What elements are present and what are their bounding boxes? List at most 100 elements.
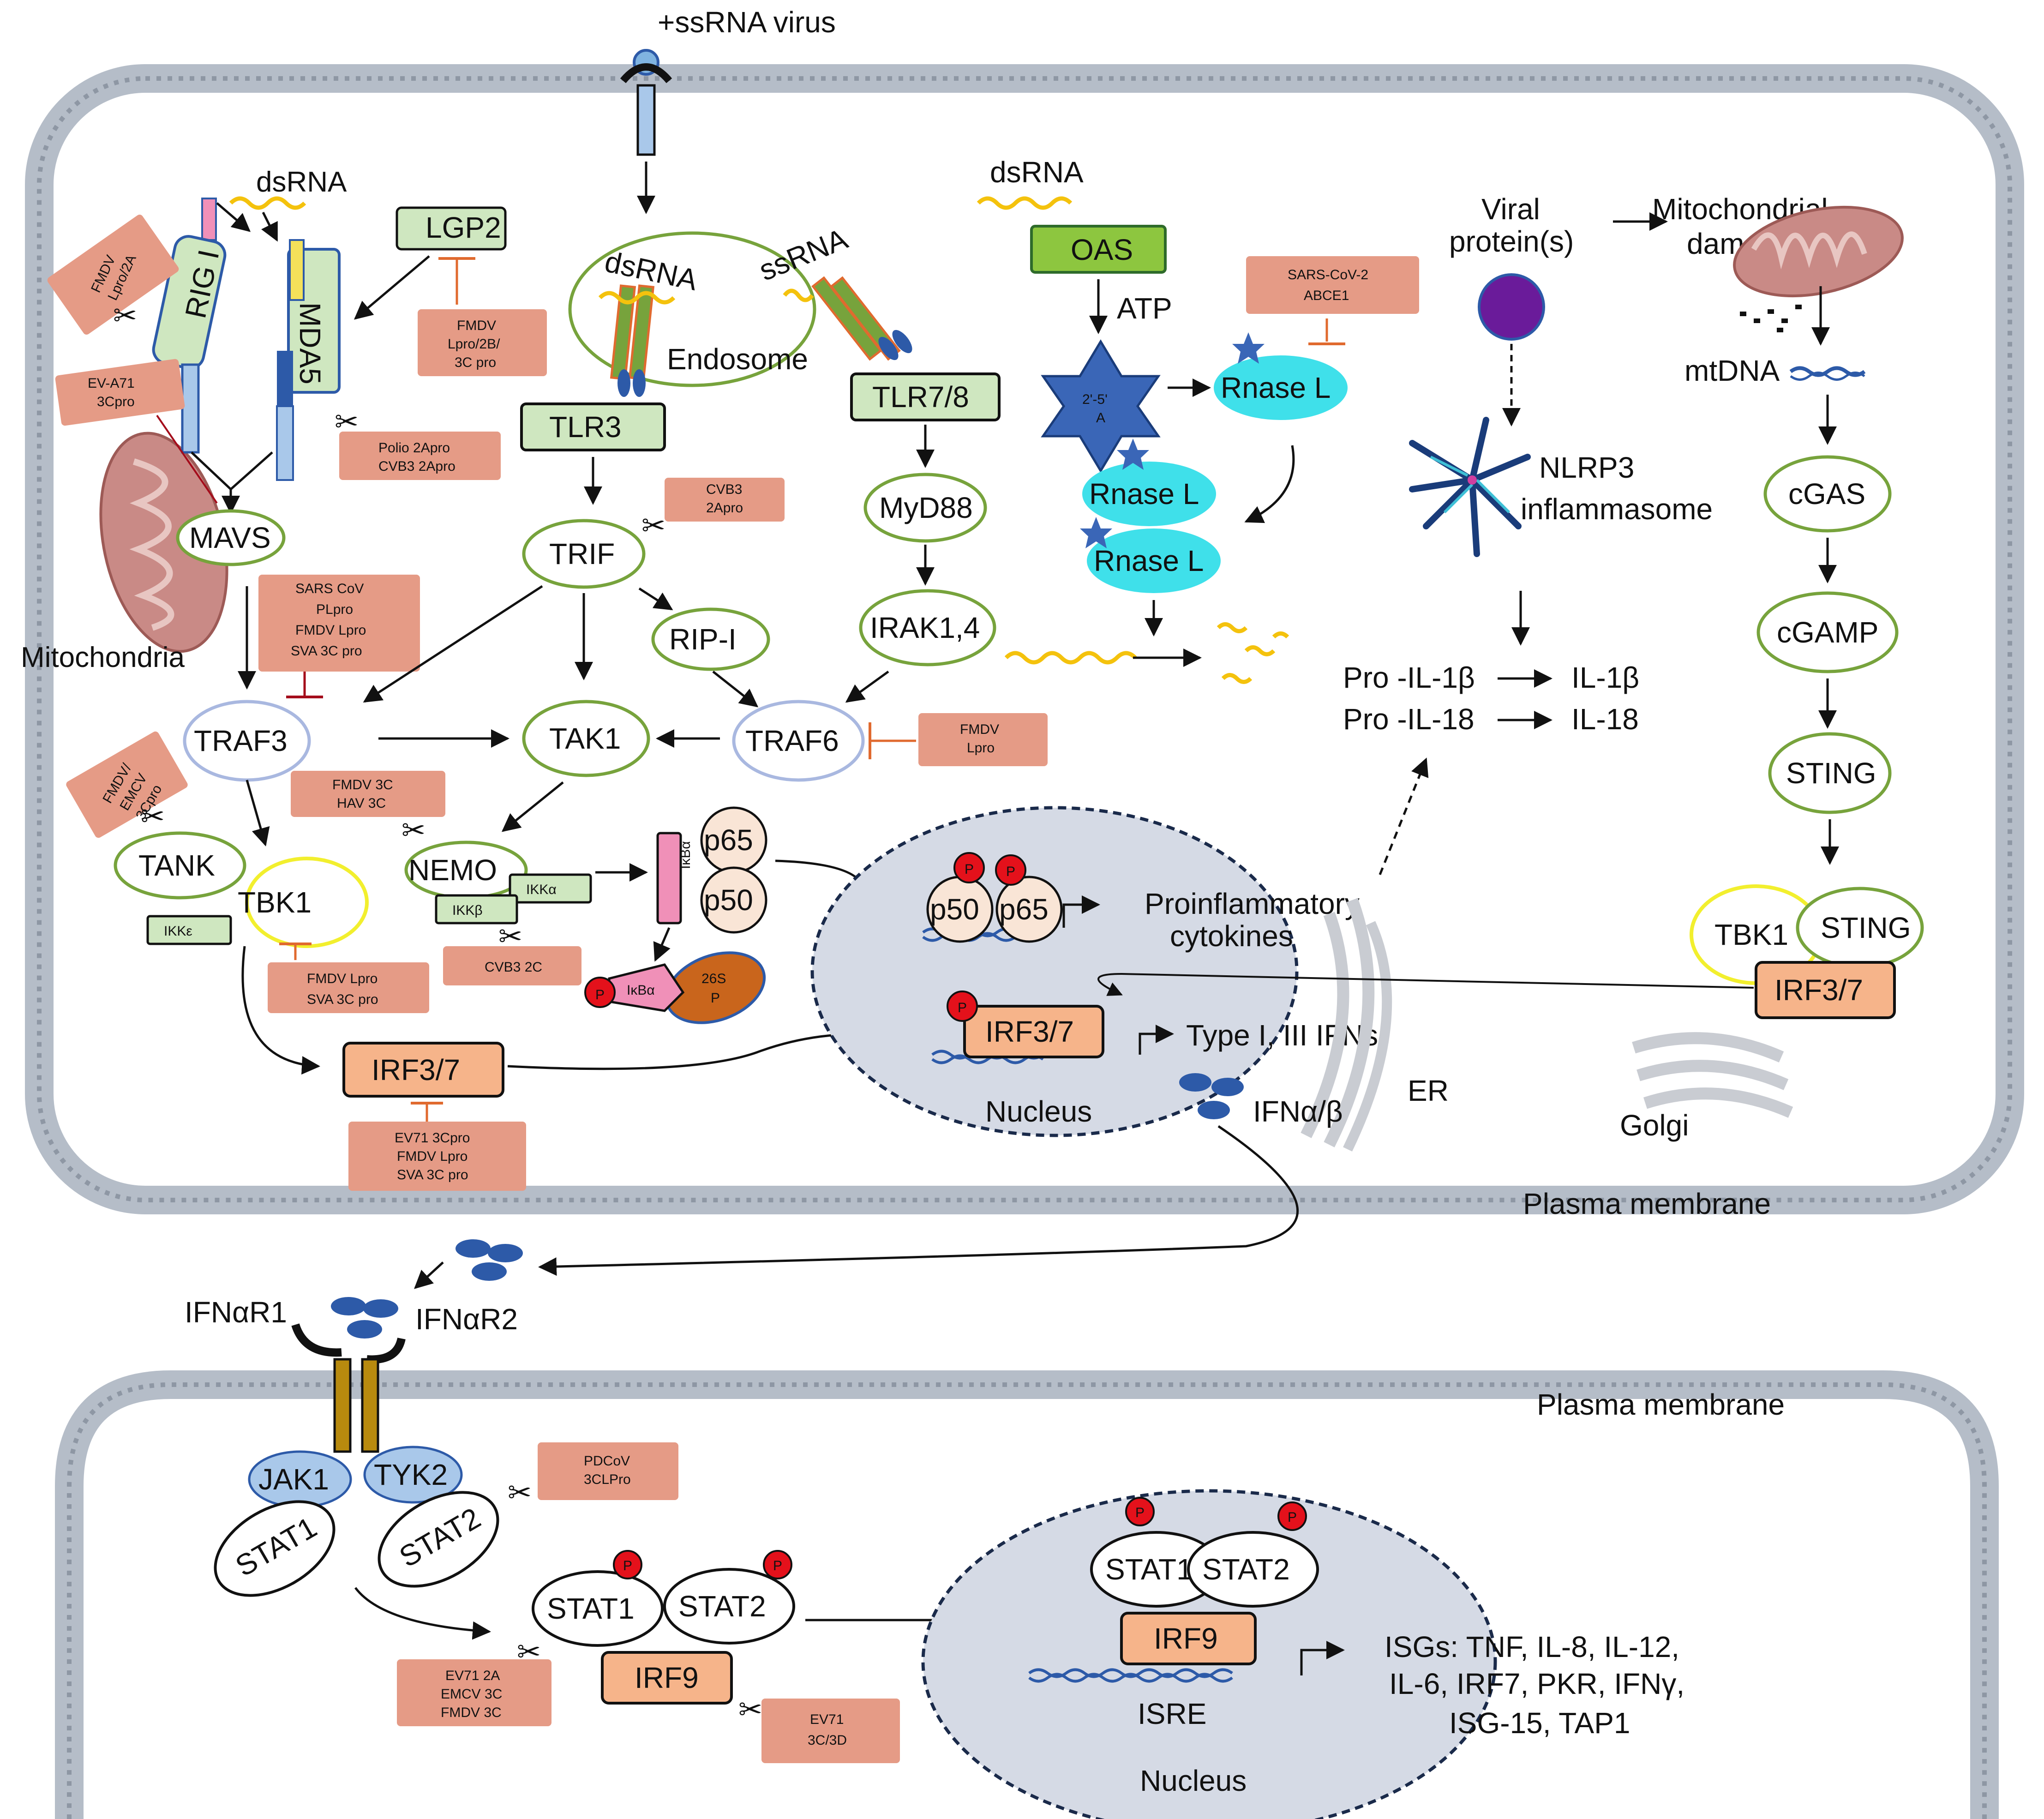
svg-text:CVB3: CVB3 [706,482,742,497]
lower-plasma-membrane-label: Plasma membrane [1537,1388,1785,1421]
pro-il18-label: Pro -IL-18 [1343,702,1475,736]
tlr3-box [520,402,666,451]
ikke-label: IKKε [164,924,192,939]
jak1-label: JAK1 [258,1463,329,1496]
scissors-icon: ✂ [641,510,665,542]
tyk2-label: TYK2 [374,1458,448,1491]
il18-label: IL-18 [1571,702,1639,736]
svg-text:EV-A71: EV-A71 [88,376,135,391]
irf37-nuclear-label: IRF3/7 [985,1015,1074,1048]
svg-text:EV71: EV71 [810,1712,844,1727]
p50-label: p50 [704,883,753,917]
phospho-icon [1125,1497,1155,1526]
inhibitor-tbk1: FMDV Lpro SVA 3C pro [268,962,429,1013]
2-5a-star-icon [1080,517,1112,548]
traf6-node [732,700,865,782]
2-5a-star-icon [1041,339,1161,473]
ikba-degraded-label: IκBα [627,983,655,998]
svg-text:FMDV Lpro: FMDV Lpro [307,971,378,986]
tbk1-node [245,857,369,948]
svg-text:Polio 2Apro: Polio 2Apro [378,440,450,456]
inhibitor-cvb3-2a: CVB3 2Apro [665,478,785,522]
oas-label: OAS [1071,233,1133,266]
svg-text:HAV 3C: HAV 3C [337,796,386,811]
phospho-icon [763,1550,792,1579]
svg-text:FMDV 3C: FMDV 3C [441,1705,502,1720]
upper-plasma-membrane [25,64,2024,1214]
ikba-bar [656,832,682,925]
isgs-line-3: ISG-15, TAP1 [1449,1706,1630,1740]
irak-label: IRAK1,4 [870,611,980,644]
ifn-molecule-icon [472,1262,507,1281]
ikkb-box [435,894,518,925]
phospho-label: P [1135,1505,1145,1520]
svg-text:3CLPro: 3CLPro [584,1472,631,1487]
ifn-molecule-icon [347,1320,382,1339]
rnasel-node-1 [1214,355,1348,420]
scissors-icon: ✂ [738,1694,762,1726]
svg-text:FMDV Lpro: FMDV Lpro [397,1149,468,1164]
svg-text:FMDV Lpro: FMDV Lpro [295,623,366,638]
cleaved-rna-icon [1217,622,1289,684]
ikkb-label: IKKβ [452,903,483,918]
inhibitor-pdcov: PDCoV 3CLPro [538,1442,678,1500]
p-mark: P [595,987,605,1003]
upper-plasma-membrane-label: Plasma membrane [1523,1187,1771,1220]
irak-node [859,589,996,666]
ripi-node [651,607,770,671]
ifn-molecule-icon [363,1299,398,1318]
svg-text:2Apro: 2Apro [706,500,743,516]
svg-text:3Cpro: 3Cpro [97,394,135,409]
proteasome-26s-label: 26S [701,971,726,986]
phospho-label: P [773,1558,782,1573]
cgas-label: cGAS [1788,477,1865,510]
irf37-left-box [342,1042,504,1098]
2-5a-label: 2'-5' [1082,392,1108,407]
svg-text:EMCV 3C: EMCV 3C [441,1687,502,1702]
tlr78-receptor [811,276,912,361]
ifn-molecule-icon [331,1297,366,1315]
p50-node [700,866,767,934]
irf37-nuclear-box [963,1005,1104,1058]
sting-right-label: STING [1821,911,1911,944]
er-icon [1301,898,1392,1152]
stat1-dimer-label: STAT1 [547,1592,635,1625]
scissors-icon: ✂ [508,1477,532,1509]
lower-nucleus-label: Nucleus [1140,1764,1247,1797]
myd88-label: MyD88 [879,491,973,524]
lower-plasma-membrane [55,1370,1999,1819]
irf9-nuclear-box [1120,1612,1257,1665]
oas-box [1030,225,1167,274]
atp-label: ATP [1117,292,1172,325]
rnasel-label-3: Rnase L [1094,544,1204,577]
dsrna-label-left: dsRNA [256,166,347,198]
svg-text:EV71 3Cpro: EV71 3Cpro [395,1130,470,1146]
golgi-label: Golgi [1620,1109,1689,1142]
inhibitor-sars2-abce1: SARS-CoV-2 ABCE1 [1246,256,1419,314]
mitochondria-right-icon [1733,205,1904,298]
lgp2-label: LGP2 [426,211,501,244]
inhibitor-lgp2: FMDV Lpro/2B/ 3C pro [418,309,547,376]
cytokines-label: cytokines [1170,919,1293,953]
nlrp3-inflammasome-icon [1409,417,1531,557]
cgamp-node [1756,591,1899,673]
ikka-label: IKKα [526,882,557,897]
p50-nuclear-label: p50 [930,893,979,926]
tak1-node [522,700,650,777]
mavs-node [176,509,286,566]
sting-node [1768,732,1892,814]
2-5a-star-icon [1117,438,1149,470]
phospho-icon [1277,1501,1307,1531]
traf6-label: TRAF6 [745,724,839,757]
tyk2-node [363,1446,463,1504]
mavs-label: MAVS [189,521,271,554]
irf37-right-label: IRF3/7 [1774,973,1863,1007]
svg-text:SARS-CoV-2: SARS-CoV-2 [1288,267,1368,282]
mitochondria-label: Mitochondria [21,642,185,673]
mtdna-label: mtDNA [1684,354,1780,387]
phospho-icon [953,852,985,883]
ikka-box [509,873,592,904]
stat1-dimer-node [532,1570,664,1647]
phospho-label: P [623,1558,632,1573]
viral-protein-icon [1478,273,1545,341]
